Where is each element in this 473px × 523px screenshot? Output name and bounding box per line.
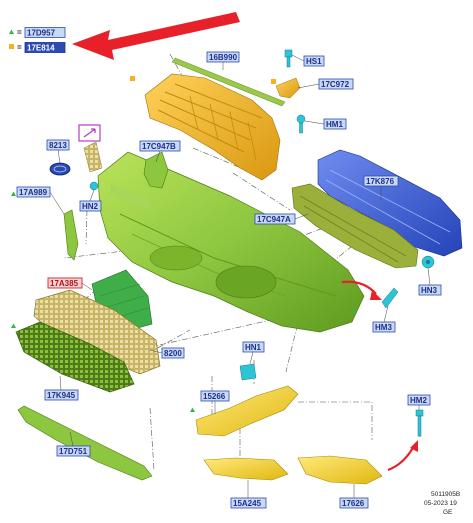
part-grille-insert[interactable]: [83, 141, 103, 173]
red-arrow-icon: [387, 440, 418, 472]
legend-triangle-icon: [9, 29, 14, 34]
svg-text:=: =: [17, 43, 22, 52]
fastener-hm1[interactable]: [296, 114, 306, 134]
legend-item-17E814[interactable]: [24, 42, 66, 53]
part-lower-grille-17K945[interactable]: [11, 321, 135, 393]
callout-17D751[interactable]: [56, 445, 91, 457]
callout-HN2[interactable]: [79, 200, 102, 212]
fastener-hn1[interactable]: [239, 363, 257, 381]
callout-text: 17A989: [19, 188, 48, 197]
svg-text:=: =: [17, 28, 22, 37]
red-arrow-icon: [72, 12, 240, 60]
drawing-reference: 5011905B: [431, 491, 460, 498]
callout-leaders: [49, 54, 431, 498]
fastener-hn2[interactable]: [89, 181, 99, 191]
callout-text: 17626: [342, 499, 365, 508]
part-side-bracket-17A989[interactable]: [11, 191, 79, 261]
part-absorber-17C947A[interactable]: [291, 183, 419, 269]
drawing-region: GE: [443, 509, 453, 516]
callout-text: 15A245: [233, 499, 262, 508]
callout-text: HS1: [306, 57, 322, 66]
legend-square-icon: [9, 44, 14, 49]
callout-17K945[interactable]: [44, 389, 79, 401]
callout-text: HN1: [245, 343, 262, 352]
fastener-hm2[interactable]: [415, 409, 424, 437]
callout-15A245[interactable]: [230, 497, 267, 509]
callout-text: 17C947A: [257, 215, 291, 224]
legend-code: 17E814: [27, 44, 55, 53]
fastener-hm3[interactable]: [381, 287, 399, 309]
callout-text: HM2: [410, 396, 427, 405]
callout-text: 17D751: [59, 447, 88, 456]
callout-text: 16B990: [209, 53, 238, 62]
part-upper-bracket[interactable]: [130, 73, 281, 181]
part-lamp-bezel-17626[interactable]: [297, 455, 383, 485]
callout-text: HN2: [82, 202, 99, 211]
fastener-hn3[interactable]: [421, 255, 435, 269]
drawing-date: 05-2023 19: [424, 500, 457, 507]
part-lower-lip-17D751[interactable]: [17, 405, 153, 481]
part-bracket-17C972[interactable]: [271, 77, 301, 99]
callout-text: 17C972: [321, 80, 350, 89]
part-strip-16B990[interactable]: [171, 57, 286, 107]
callout-text: 17K876: [366, 177, 395, 186]
part-bumper-cover[interactable]: [97, 151, 365, 333]
legend-square-icon: [130, 76, 135, 81]
callout-text: 8213: [49, 141, 67, 150]
callout-text: 17C947B: [142, 142, 176, 151]
callout-text: 15266: [203, 392, 226, 401]
legend-item-17D957[interactable]: [24, 27, 66, 38]
part-reinforcement-17K876[interactable]: [317, 149, 463, 257]
callout-text: 17A385: [50, 279, 79, 288]
camera-icon[interactable]: [78, 124, 101, 142]
legend-code: 17D957: [27, 29, 56, 38]
part-bracket-17C947B[interactable]: [143, 151, 169, 189]
callout-labels: 16B990 HS1 17C972 HM1 8213 17C947B 17A98…: [16, 51, 442, 509]
callout-text: HN3: [421, 286, 438, 295]
fastener-hs1[interactable]: [284, 49, 293, 68]
callout-text: HM1: [326, 120, 343, 129]
callout-HN1[interactable]: [242, 341, 265, 353]
callout-text: HM3: [375, 323, 392, 332]
legend: = 17D957 = 17E814: [9, 27, 66, 53]
part-bracket-15266[interactable]: [190, 385, 299, 437]
drawing-footer: 5011905B 05-2023 19 GE: [424, 491, 460, 516]
part-lamp-bezel-15A245[interactable]: [203, 457, 289, 481]
callout-text: 17K945: [47, 391, 76, 400]
callout-text: 8200: [164, 349, 182, 358]
ford-badge-icon[interactable]: [49, 162, 71, 176]
red-arrow-icon: [341, 280, 382, 300]
